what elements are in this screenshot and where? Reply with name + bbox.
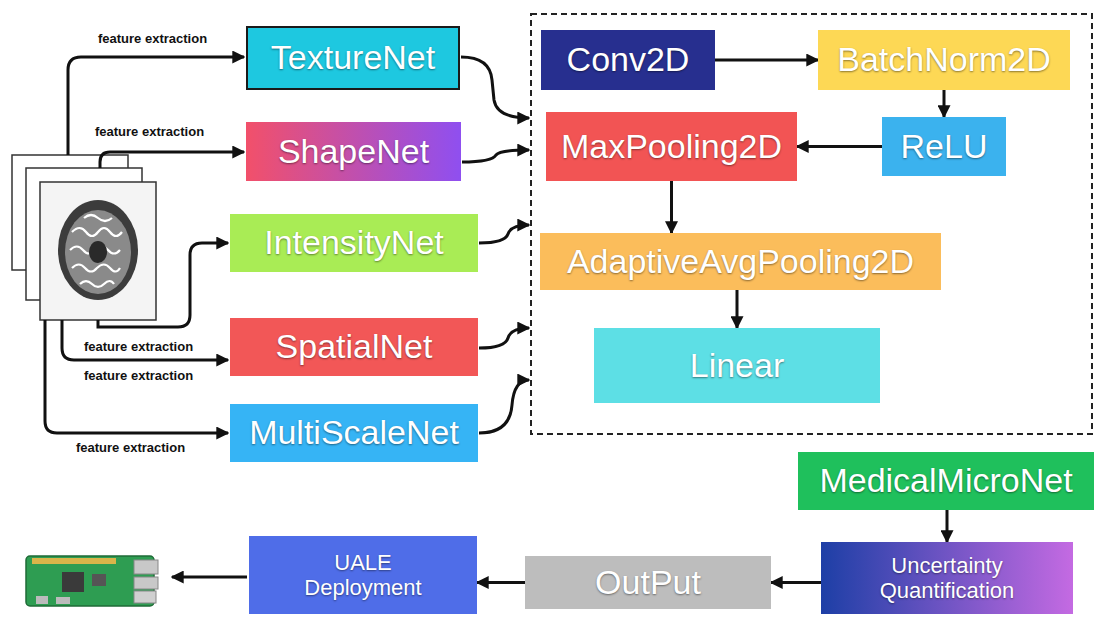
process-box: Linear [594,328,880,403]
feature-wire [100,152,244,168]
ethernet-port [134,591,156,603]
flow-arrow [797,145,882,148]
process-box: UALE Deployment [249,536,477,614]
dashed-group-box [531,14,1092,434]
box-label: ShapeNet [278,132,429,171]
gpio-pins [32,558,116,564]
arrow-label: feature extraction [95,124,204,139]
deploy-wire [172,576,247,579]
flow-arrow [943,90,946,117]
process-box: MedicalMicroNet [798,452,1094,510]
flow-arrow [477,581,525,584]
brain-scan [65,210,131,294]
merge-wire [479,328,529,348]
chip [92,574,106,586]
box-label: IntensityNet [264,223,444,262]
feature-wire [45,320,228,433]
box-label: MaxPooling2D [561,127,782,166]
slice-sheet [40,182,156,320]
cpu-chip [62,572,84,592]
box-label: Linear [690,346,785,385]
arrow-label: feature extraction [84,339,193,354]
box-label: ReLU [901,127,988,166]
flow-arrow [670,181,673,233]
arrow-label: feature extraction [84,368,193,383]
merge-wire [479,225,529,243]
box-label: TextureNet [271,38,435,77]
power-port [36,596,48,604]
process-box: SpatialNet [230,318,478,376]
process-box: AdaptiveAvgPooling2D [540,233,941,290]
brain-folds [70,215,122,287]
flow-arrow [736,290,739,328]
arrow-label: feature extraction [76,440,185,455]
box-label: OutPut [595,563,701,602]
process-box: MaxPooling2D [546,112,797,181]
merge-wire [479,380,529,433]
raspberry-pi-board [26,556,158,606]
arrow-label: feature extraction [98,31,207,46]
box-label: UALE Deployment [288,550,438,601]
hdmi-port [56,597,70,604]
flow-arrow [946,510,949,542]
flow-arrow [771,581,821,584]
brain-scan [58,200,138,300]
feature-wires [45,57,529,577]
process-box: Uncertainty Quantification [821,542,1073,614]
brain-scan [89,241,107,263]
box-label: BatchNorm2D [837,40,1051,79]
process-box: MultiScaleNet [230,404,478,462]
process-box: OutPut [525,556,771,609]
box-label: Uncertainty Quantification [831,553,1063,604]
process-box: IntensityNet [230,214,478,272]
usb-port [134,560,158,574]
process-box: TextureNet [246,26,460,90]
merge-wire [461,57,529,118]
box-label: SpatialNet [276,327,433,366]
feature-wire [98,243,228,327]
process-box: ReLU [882,117,1006,176]
feature-wire [68,57,244,155]
process-box: Conv2D [541,30,715,90]
box-label: Conv2D [567,40,690,79]
box-label: MedicalMicroNet [819,461,1072,500]
box-label: MultiScaleNet [249,413,459,452]
merge-wire [462,150,529,162]
process-box: ShapeNet [246,122,461,181]
feature-wire [62,320,228,360]
usb-port [134,577,158,589]
process-box: BatchNorm2D [818,30,1070,90]
flow-arrow [715,59,818,62]
mri-slice-stack [12,155,156,320]
box-label: AdaptiveAvgPooling2D [567,242,914,281]
